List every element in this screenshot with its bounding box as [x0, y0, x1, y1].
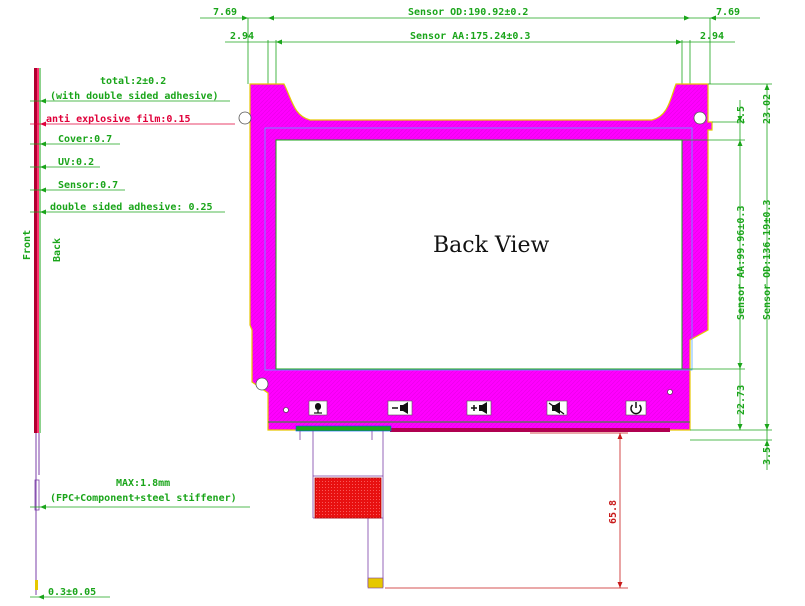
stack-leader-lines	[30, 100, 250, 598]
sensor-aa-width-dim: Sensor AA:175.24±0.3	[410, 31, 530, 42]
cover-layer	[34, 68, 37, 433]
component-profile	[34, 479, 40, 511]
front-label: Front	[22, 230, 33, 260]
viewing-window	[275, 139, 683, 370]
sensor-layer-label: Sensor:0.7	[58, 180, 118, 191]
top-od-offset-dim: 23.02	[762, 94, 773, 124]
stack-arrowheads	[38, 98, 46, 600]
sensor-od-width-dim: Sensor OD:190.92±0.2	[408, 7, 528, 18]
button-row	[308, 400, 647, 416]
power-icon	[630, 402, 642, 415]
fpc-cable	[295, 425, 392, 589]
right-mount-hole	[693, 111, 707, 125]
bottom-od-offset-dim: 3.5	[762, 447, 773, 465]
fpc-length-dimension	[385, 432, 628, 589]
sensor-aa-height-dim: Sensor AA:99.96±0.3	[736, 206, 747, 320]
power-button[interactable]	[625, 400, 647, 416]
volume-down-icon	[392, 402, 408, 414]
uv-label: UV:0.2	[58, 157, 94, 168]
adhesive-label: double sided adhesive: 0.25	[50, 201, 213, 213]
left-inner-margin-dim: 2.94	[230, 31, 254, 42]
fpc-components-label: (FPC+Component+steel stiffener)	[50, 492, 237, 504]
touch-panel	[238, 83, 713, 432]
stack-total-label: total:2±0.2	[100, 76, 166, 87]
right-inner-margin-dim: 2.94	[700, 31, 724, 42]
right-outer-margin-dim: 7.69	[716, 7, 740, 18]
fpc-connector-strip	[295, 425, 392, 432]
volume-up-icon	[471, 402, 487, 414]
stack-total-note: (with double sided adhesive)	[50, 90, 219, 102]
bottom-edge-strip	[390, 428, 670, 432]
top-aa-offset-dim: 2.5	[736, 106, 747, 124]
fpc-gold-fingers	[367, 577, 384, 589]
sensor-outline	[264, 127, 693, 371]
steel-stiffener	[314, 477, 382, 519]
view-title: Back View	[433, 233, 549, 258]
volume-up-button[interactable]	[466, 400, 492, 416]
anti-explosive-label: anti explosive film:0.15	[46, 113, 191, 125]
microphone-button[interactable]	[308, 400, 328, 416]
back-label: Back	[52, 238, 63, 262]
right-dimension-lines	[682, 83, 772, 470]
mute-button[interactable]	[546, 400, 568, 416]
mute-icon	[548, 402, 565, 415]
fpc-max-label: MAX:1.8mm	[116, 478, 170, 489]
fpc-length-dim: 65.8	[608, 500, 619, 524]
volume-down-button[interactable]	[387, 400, 413, 416]
anti-explosive-layer	[37, 68, 39, 433]
microphone-icon	[314, 403, 322, 414]
sensor-od-height-dim: Sensor OD:136.19±0.3	[762, 200, 773, 320]
fpc-thickness-label: 0.3±0.05	[48, 587, 96, 598]
left-outer-margin-dim: 7.69	[213, 7, 237, 18]
fpc-tip-profile	[35, 580, 38, 590]
side-profile	[34, 68, 41, 595]
bottom-aa-offset-dim: 22.73	[736, 385, 747, 415]
left-mount-hole	[238, 111, 252, 125]
bottom-left-mount-hole	[255, 377, 269, 391]
cover-label: Cover:0.7	[58, 134, 112, 145]
